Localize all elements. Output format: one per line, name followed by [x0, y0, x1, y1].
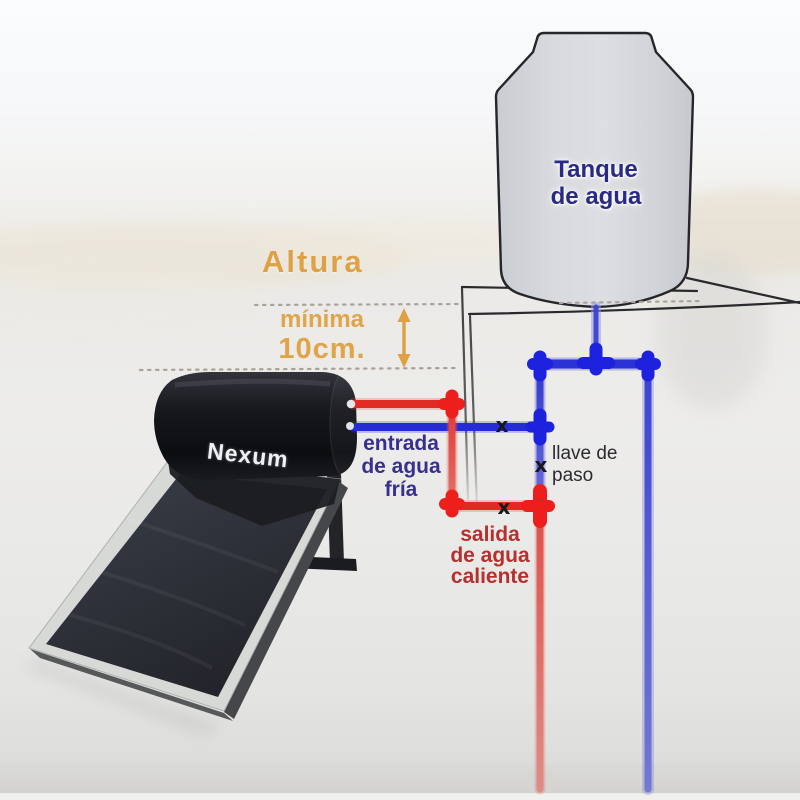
- platform-left-front-edge: [468, 314, 479, 510]
- hot-outlet-line3: caliente: [450, 565, 530, 588]
- shutoff-valve-label: llave de paso: [552, 443, 618, 487]
- valve-x-marker-hot-outlet: x: [497, 495, 511, 519]
- absorber-reflections: [69, 518, 279, 670]
- solar-heater: [24, 371, 359, 737]
- min-height-arrow-icon: [397, 308, 411, 368]
- cylinder-sheen: [174, 378, 331, 388]
- cold-inlet-line2: de agua: [361, 455, 441, 478]
- cold-inlet-line3: fría: [384, 478, 418, 501]
- min-height-value: 10cm.: [278, 333, 366, 365]
- panel-side-edge: [224, 481, 348, 719]
- cold-inlet-label: entrada de agua fría: [340, 432, 462, 501]
- platform-left-corner-edge: [460, 286, 470, 501]
- hot-port-dot: [346, 399, 356, 409]
- valve-x-marker-drop: x: [534, 453, 548, 477]
- cold-port-dot: [346, 422, 354, 430]
- dashed-line-upper-right: [558, 299, 705, 305]
- platform-right-edge: [685, 276, 800, 305]
- tank-label-line1: Tanque: [554, 156, 638, 183]
- collector-absorber: [46, 474, 327, 697]
- dashed-line-lower: [138, 366, 457, 372]
- hot-outlet-line1: salida: [460, 523, 520, 546]
- panel-bottom-edge: [30, 649, 233, 721]
- platform-front-lines: [460, 276, 800, 510]
- cold-water-pipes: [348, 302, 661, 795]
- platform-front-edge: [467, 300, 800, 316]
- dashed-line-upper: [253, 302, 462, 307]
- hot-outlet-line2: de agua: [450, 544, 530, 567]
- valve-label-line2: paso: [552, 465, 594, 486]
- hot-water-pipes: [348, 389, 555, 795]
- hot-outlet-label: salida de agua caliente: [428, 524, 552, 587]
- hot-pipe-fittings: [438, 389, 555, 528]
- cold-inlet-line1: entrada: [363, 432, 439, 455]
- tank-label: Tanque de agua: [506, 156, 686, 210]
- heater-tank-cylinder: [154, 372, 357, 481]
- valve-x-marker-cold-inlet: x: [495, 413, 509, 437]
- min-height-word: mínima: [279, 306, 365, 333]
- tank-label-line2: de agua: [550, 183, 642, 210]
- min-height-dashed-lines: [138, 299, 705, 372]
- valve-label-line1: llave de: [552, 443, 618, 464]
- min-height-note: mínima 10cm.: [247, 308, 397, 364]
- height-title: Altura: [262, 244, 364, 279]
- cold-pipe-fittings: [525, 342, 661, 446]
- panel-ground-shadow: [24, 658, 220, 737]
